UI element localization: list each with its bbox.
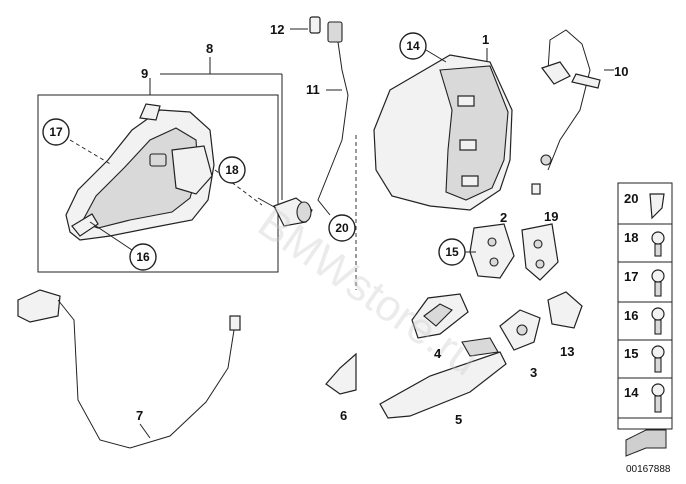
door-lock-actuator: [257, 197, 313, 227]
callout-15: 15: [445, 245, 459, 259]
reference-number: 00167888: [626, 464, 671, 475]
fastener-label-20: 20: [624, 191, 638, 206]
wiring-harness: [290, 16, 357, 290]
callout-10: 10: [614, 64, 628, 79]
fastener-label-17: 17: [624, 269, 638, 284]
callout-2: 2: [500, 210, 507, 225]
callout-9: 9: [141, 66, 148, 81]
fastener-panel: [617, 182, 673, 457]
callout-8: 8: [206, 41, 213, 56]
callout-5: 5: [455, 412, 462, 427]
door-cable: [17, 289, 241, 449]
callout-12: 12: [270, 22, 284, 37]
callout-16: 16: [136, 250, 150, 264]
fastener-label-16: 16: [624, 308, 638, 323]
callout-3: 3: [530, 365, 537, 380]
callout-6: 6: [340, 408, 347, 423]
callout-13: 13: [560, 344, 574, 359]
bowden-cable: [531, 29, 614, 195]
callout-1: 1: [482, 32, 489, 47]
assembly-group-box: [37, 57, 283, 273]
inner-door-handle: [65, 103, 263, 241]
callout-14: 14: [406, 39, 420, 53]
callout-4: 4: [434, 346, 442, 361]
callout-11: 11: [306, 82, 320, 97]
fastener-label-15: 15: [624, 346, 638, 361]
fastener-label-14: 14: [624, 385, 639, 400]
callout-7: 7: [136, 408, 143, 423]
watermark-text: BMWstore.ru: [249, 198, 487, 385]
callout-19: 19: [544, 209, 558, 224]
fastener-label-18: 18: [624, 230, 638, 245]
callout-17: 17: [49, 125, 63, 139]
callout-20: 20: [335, 221, 349, 235]
outer-door-handle: [325, 291, 583, 419]
door-lock-body: [373, 48, 513, 211]
callout-18: 18: [225, 163, 239, 177]
lock-cover-plates: [469, 223, 559, 281]
